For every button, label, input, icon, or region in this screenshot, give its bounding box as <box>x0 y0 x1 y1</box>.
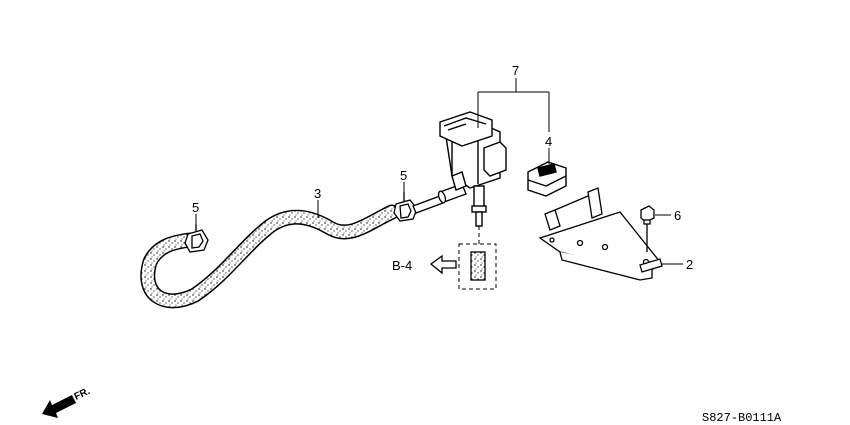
callout-bolt: 6 <box>674 208 681 223</box>
callout-assembly: 7 <box>512 63 519 78</box>
clamp-right <box>393 192 418 222</box>
callout-bracket: 2 <box>686 257 693 272</box>
leader-lines <box>195 78 683 265</box>
callout-clamp-right: 5 <box>400 168 407 183</box>
callout-clamp-left: 5 <box>192 200 199 215</box>
clamp-left <box>184 224 209 253</box>
solenoid-valve <box>439 111 507 227</box>
hose <box>140 204 400 309</box>
reference-label: B-4 <box>392 258 412 273</box>
grommet <box>527 161 567 197</box>
reference-box <box>458 226 497 290</box>
direction-label: FR. <box>73 386 92 403</box>
diagram-code: S827-B0111A <box>702 411 782 425</box>
reference-arrow <box>429 254 457 275</box>
bolt <box>640 205 655 252</box>
callout-hose: 3 <box>314 186 321 201</box>
bracket <box>538 187 663 281</box>
front-direction-arrow <box>42 395 76 418</box>
callout-grommet: 4 <box>545 134 552 149</box>
